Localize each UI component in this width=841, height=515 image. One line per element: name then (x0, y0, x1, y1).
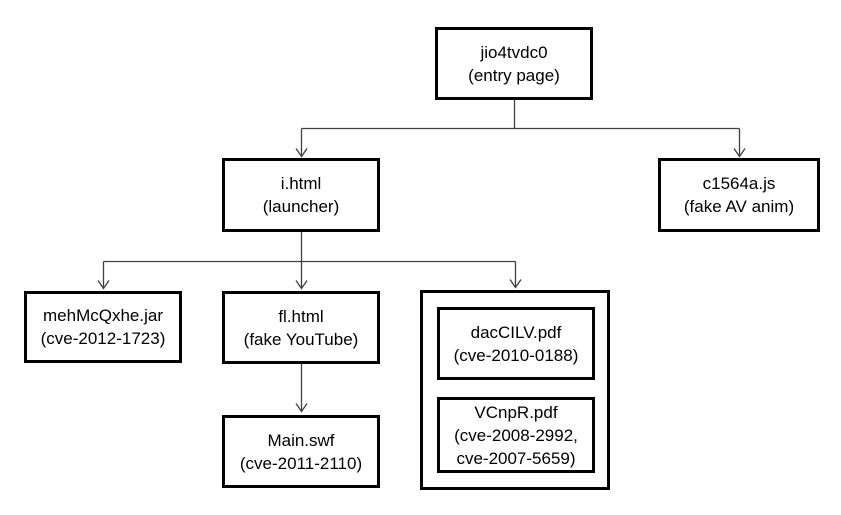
node-description: (cve-2010-0188) (453, 345, 579, 365)
node-description: (cve-2011-2110) (239, 453, 363, 473)
node-filename: VCnpR.pdf (474, 402, 558, 422)
node-filename: mehMcQxhe.jar (43, 306, 163, 325)
node-filename: fl.html (278, 306, 324, 326)
node-launcher: i.html (launcher) (222, 158, 380, 232)
node-description: (launcher) (262, 197, 340, 216)
node-entry-page: jio4tvdc0 (entry page) (435, 27, 593, 100)
node-filename: c1564a.js (702, 174, 776, 193)
node-filename: Main.swf (267, 430, 335, 450)
node-filename: dacCILV.pdf (470, 322, 562, 342)
node-fake-av-anim: c1564a.js (fake AV anim) (658, 158, 820, 232)
node-swf-exploit: Main.swf (cve-2011-2110) (222, 415, 380, 488)
node-filename: jio4tvdc0 (480, 42, 548, 62)
node-description: (fake YouTube) (243, 329, 359, 349)
node-fake-youtube: fl.html (fake YouTube) (222, 291, 380, 364)
node-pdf-exploit-2: VCnpR.pdf (cve-2008-2992, cve-2007-5659) (437, 397, 595, 473)
node-filename: i.html (280, 174, 322, 193)
node-description: (cve-2012-1723) (40, 329, 166, 348)
node-description: (entry page) (468, 65, 560, 85)
node-description-2: cve-2007-5659) (456, 448, 576, 468)
node-jar-exploit: mehMcQxhe.jar (cve-2012-1723) (24, 291, 182, 363)
node-description: (cve-2008-2992, (454, 425, 578, 445)
node-description: (fake AV anim) (683, 197, 795, 216)
node-pdf-exploit-1: dacCILV.pdf (cve-2010-0188) (437, 307, 595, 380)
